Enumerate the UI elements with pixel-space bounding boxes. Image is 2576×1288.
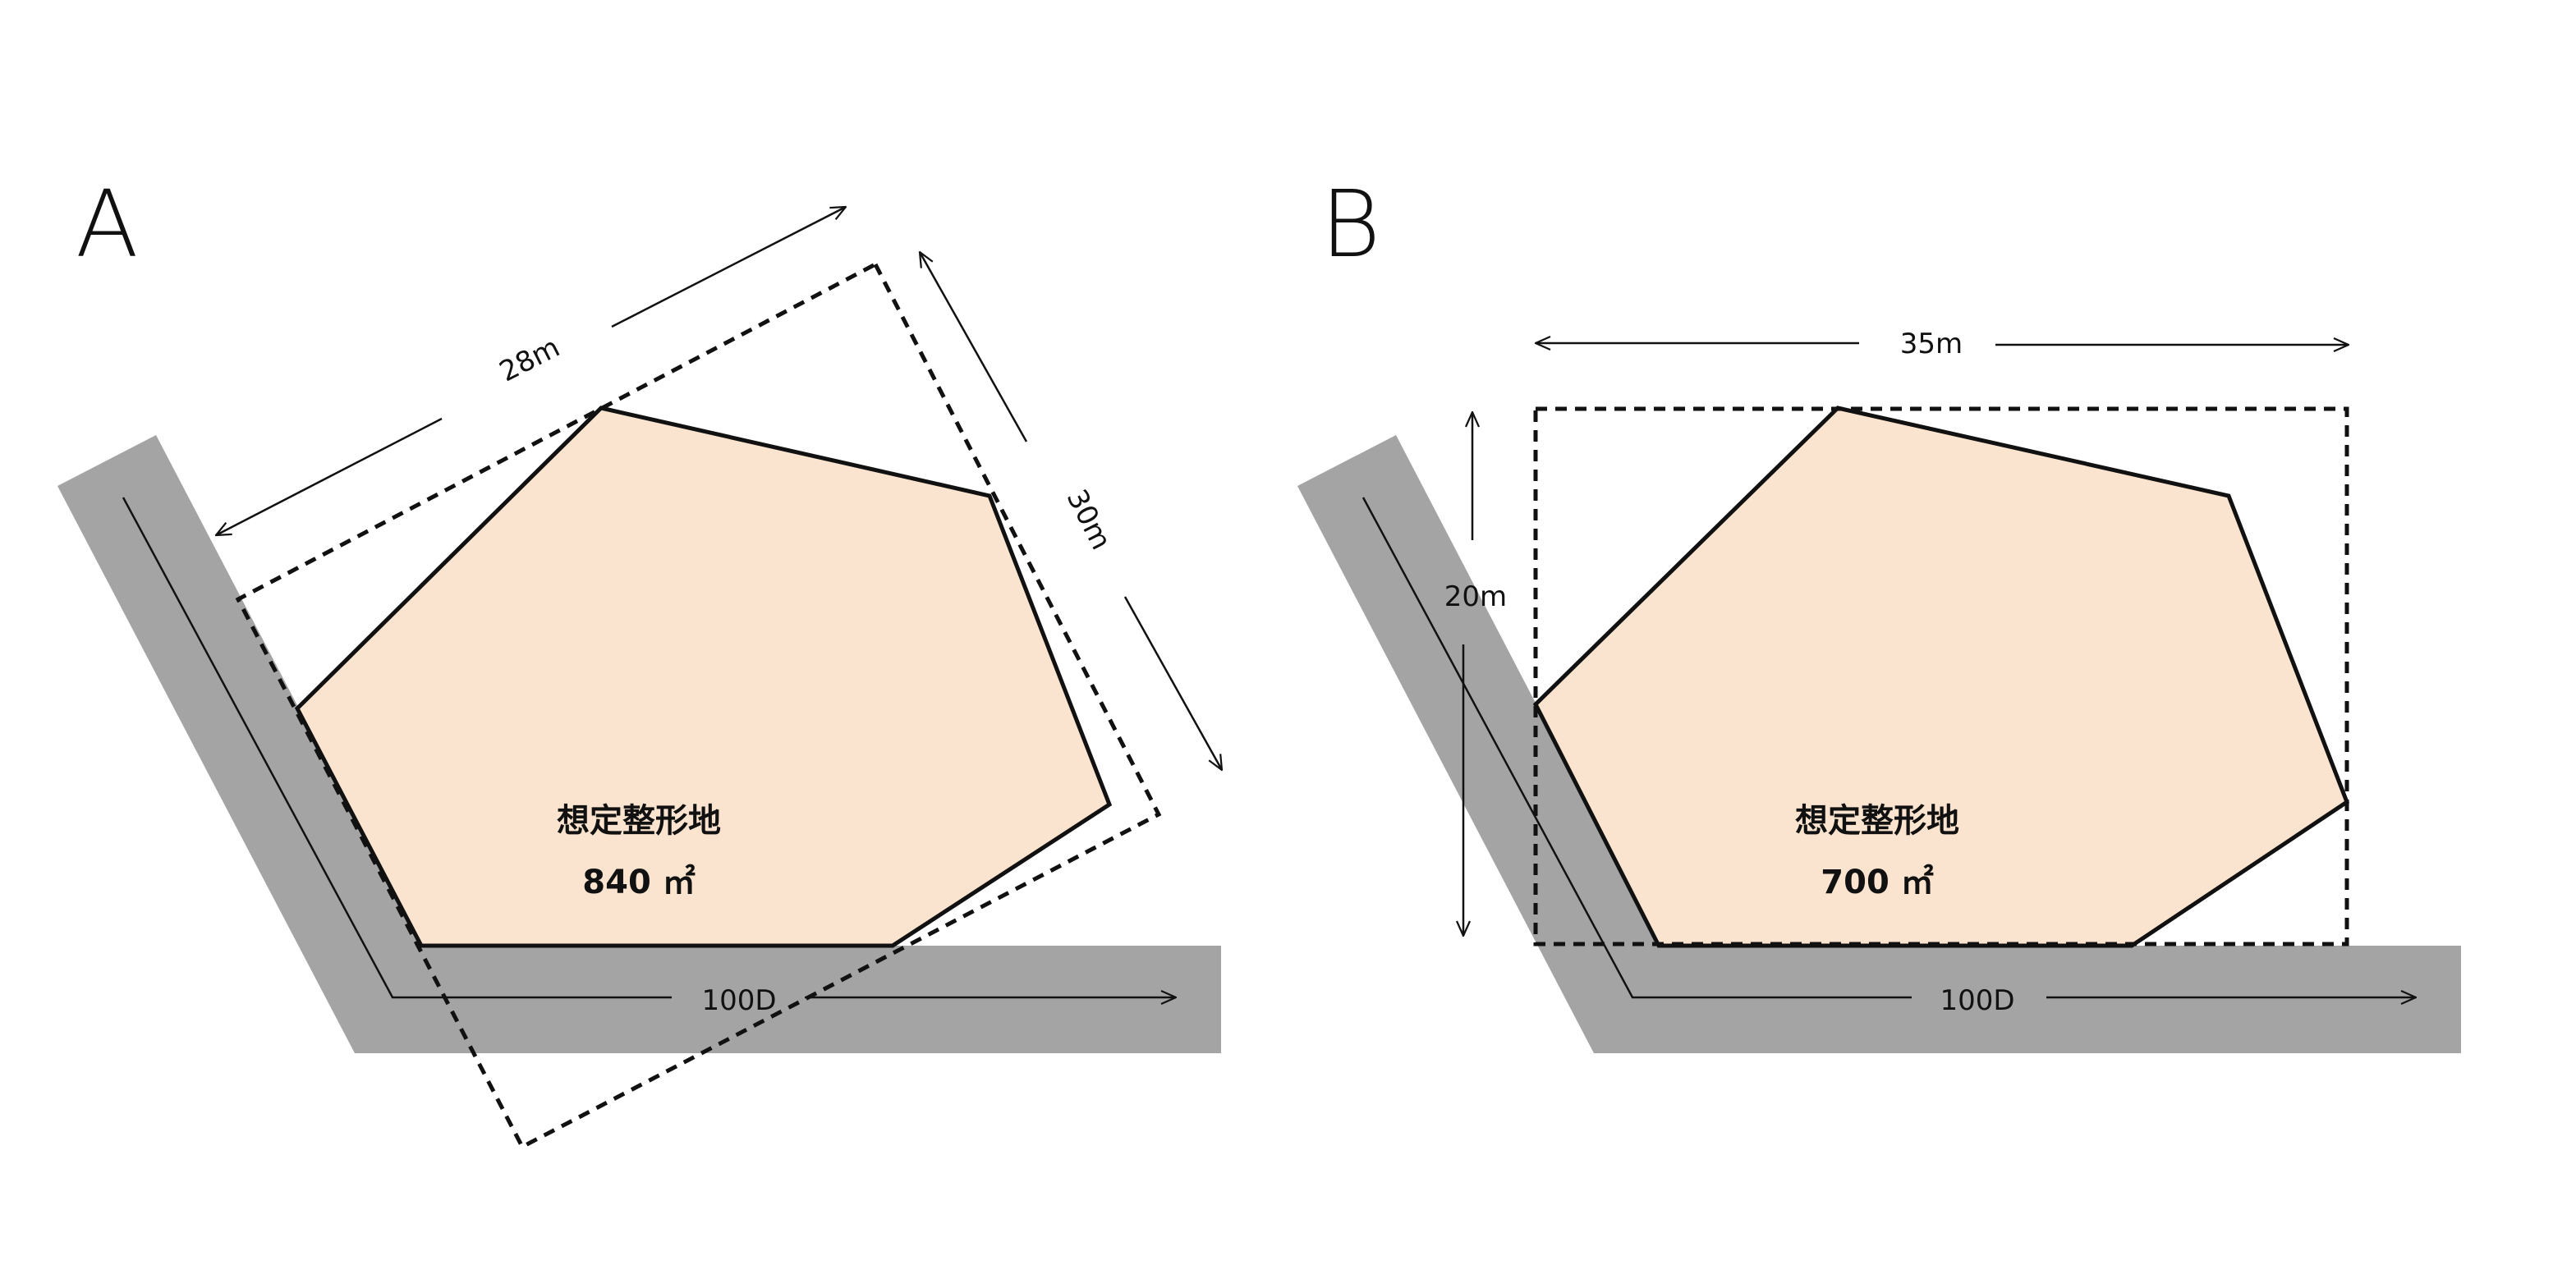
lot-area-a: 840 ㎡ — [582, 864, 695, 901]
dim-label-a-depth: 30m — [1060, 484, 1118, 555]
road-centerline-b — [1361, 497, 1912, 999]
lot-title-b: 想定整形地 — [1795, 802, 1959, 840]
lot-b — [1532, 406, 2350, 948]
dim-label-b-width: 35m — [1900, 328, 1963, 360]
dim-arrow-a-width-left — [216, 417, 443, 535]
diagram-b-label: B — [1320, 172, 1380, 278]
dim-label-a-width: 28m — [494, 331, 565, 388]
lot-a — [294, 406, 1113, 948]
dim-arrow-a-depth-bottom — [1123, 596, 1222, 770]
road-b — [1297, 435, 2461, 1053]
assumed-rectangle-a — [235, 261, 1162, 1150]
assumed-rectangle-b — [1533, 406, 2349, 947]
diagram-a-label: A — [76, 172, 139, 278]
road-a — [57, 435, 1221, 1053]
diagram-b: B 100D 想定整形地 700 ㎡ 35m 20m — [1297, 172, 2461, 1053]
road-label-b: 100D — [1940, 984, 2014, 1017]
dim-arrow-a-width-right — [611, 207, 846, 328]
diagram-a: A 100D 想定整形地 840 ㎡ 28m 30m — [57, 172, 1222, 1150]
road-centerline-a — [122, 497, 672, 999]
dim-label-b-depth: 20m — [1444, 580, 1507, 613]
lot-area-b: 700 ㎡ — [1821, 864, 1933, 901]
lot-title-a: 想定整形地 — [557, 802, 721, 840]
road-label-a: 100D — [701, 984, 776, 1017]
dim-arrow-a-depth-top — [920, 252, 1028, 442]
